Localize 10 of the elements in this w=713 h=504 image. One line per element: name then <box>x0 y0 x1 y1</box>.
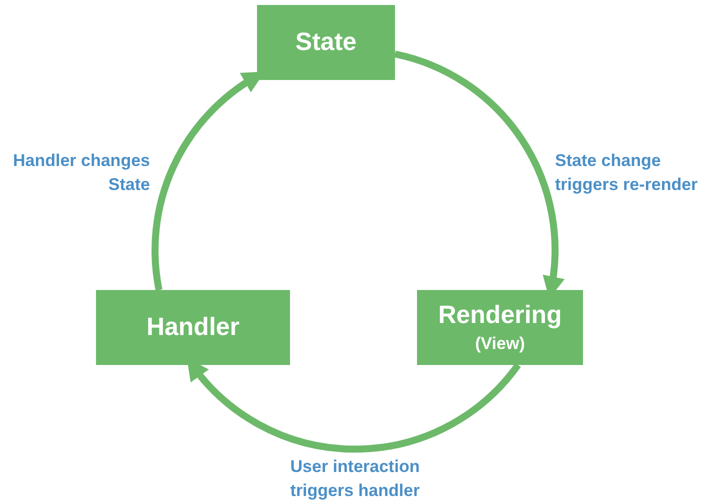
process-box <box>257 5 395 80</box>
box-title: Rendering <box>438 301 562 330</box>
box-title: State <box>295 28 357 57</box>
box-title: Handler <box>146 313 240 342</box>
process-box <box>96 290 290 365</box>
edge-label: User interaction triggers handler <box>289 456 421 502</box>
process-box <box>417 290 583 365</box>
edge-label: State change triggers re-render <box>555 150 699 196</box>
box-subtitle: (View) <box>475 334 525 354</box>
edge-label: Handler changes State <box>12 150 150 196</box>
